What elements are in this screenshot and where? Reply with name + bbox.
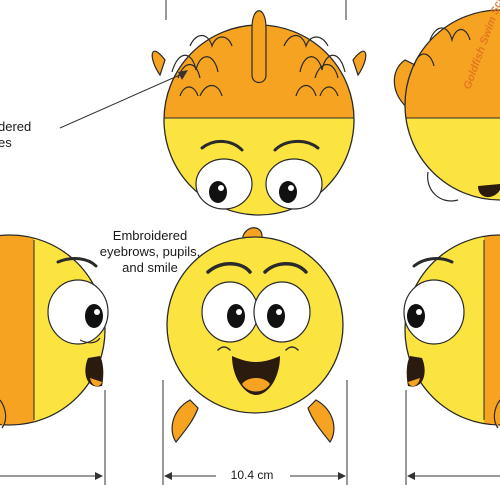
callout-embroidered-hair: dered es [0,119,32,150]
cheek-line [217,346,231,351]
hair-band [0,235,34,425]
tongue [408,378,420,387]
pupil [227,304,245,328]
side-fin [352,50,367,77]
pectoral-fin [171,399,199,444]
pupil [267,304,285,328]
mouth [85,356,104,387]
pupil-highlight [236,309,242,315]
back-view: Goldfish Swim School [393,0,500,202]
side-fin [0,399,7,429]
front-view [162,227,348,485]
arrow-head [178,70,188,80]
pupil-highlight [276,309,282,315]
top-view [59,0,367,216]
eyebrow [206,262,252,274]
hair-scallops [171,34,346,97]
side-fin [151,50,166,77]
eyebrow [56,257,98,268]
mouth [406,356,425,387]
body-outline [404,9,500,201]
dimension-label: 10.4 cm [218,468,286,482]
tongue [90,378,102,387]
eyebrow [200,140,244,152]
pupil-highlight [218,185,224,191]
dimension-arrow-partial-right [407,472,415,480]
tongue [242,378,270,392]
dimension-line [0,472,500,480]
hair-cap [405,10,500,118]
pupil [407,304,425,328]
dorsal-fin [251,10,267,84]
body-outline [0,234,106,426]
eyebrow [412,257,454,268]
eye-white [47,279,109,345]
pupil-highlight [416,309,422,315]
left-side-view [0,234,109,485]
pupil [209,181,227,203]
pectoral-fin [307,399,335,444]
belly-curve [79,337,101,344]
cheek [427,171,459,202]
cheek-line [285,346,299,351]
hair-band [484,235,500,425]
body-outline [404,234,500,426]
pupil [85,304,103,328]
callout-arrow-line [59,73,183,129]
dimension-arrow-partial-left [95,472,103,480]
mouth [478,184,500,198]
pupil-highlight [288,185,294,191]
hair-scallops [413,27,471,67]
pupil-highlight [94,309,100,315]
right-side-view [403,234,500,485]
pupil [279,181,297,203]
dimension-arrow-left [164,472,172,480]
callout-embroidered-features: Embroidered eyebrows, pupils, and smile [99,228,201,275]
side-fin [493,399,500,429]
dimension-arrow-right [338,472,346,480]
eyebrow [263,262,308,274]
eyebrow [273,140,320,152]
eye-white [403,279,465,345]
